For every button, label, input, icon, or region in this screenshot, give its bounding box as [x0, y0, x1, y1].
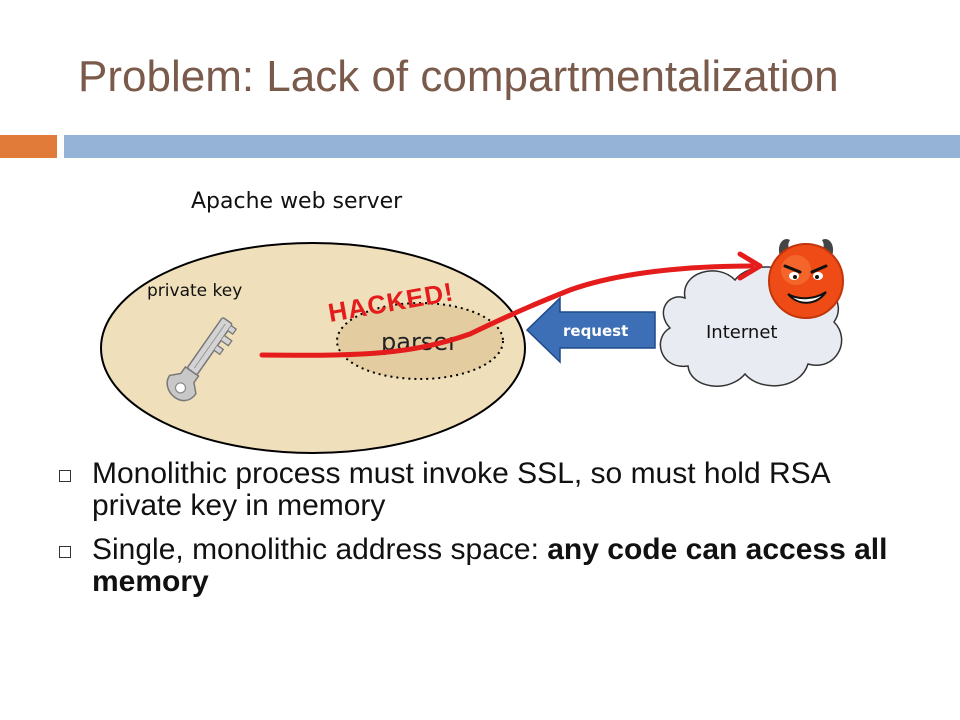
internet-label: Internet — [706, 322, 777, 343]
apache-server-ellipse — [100, 242, 526, 454]
bullet-item: Single, monolithic address space: any co… — [56, 534, 916, 598]
devil-icon — [768, 238, 844, 319]
bullet-text: Single, monolithic address space: — [92, 533, 548, 566]
title-bar-accent-orange — [0, 135, 57, 158]
key-icon — [166, 317, 238, 402]
title-bar-accent-blue — [64, 135, 960, 158]
bullet-item: Monolithic process must invoke SSL, so m… — [56, 458, 916, 522]
attack-path-arrowhead — [737, 251, 763, 281]
slide-title: Problem: Lack of compartmentalization — [78, 52, 839, 101]
private-key-label: private key — [147, 281, 242, 301]
square-bullet-icon — [59, 470, 71, 482]
bullet-emphasis: any code can access all memory — [92, 533, 888, 598]
square-bullet-icon — [59, 546, 71, 558]
attack-path-arrow — [259, 263, 755, 358]
parser-ellipse — [336, 302, 504, 380]
bullet-text: Monolithic process must invoke SSL, so m… — [92, 457, 829, 522]
bullet-list: Monolithic process must invoke SSL, so m… — [56, 458, 916, 610]
request-label: request — [563, 322, 628, 340]
request-arrow-icon — [525, 296, 656, 364]
server-label: Apache web server — [191, 189, 403, 214]
